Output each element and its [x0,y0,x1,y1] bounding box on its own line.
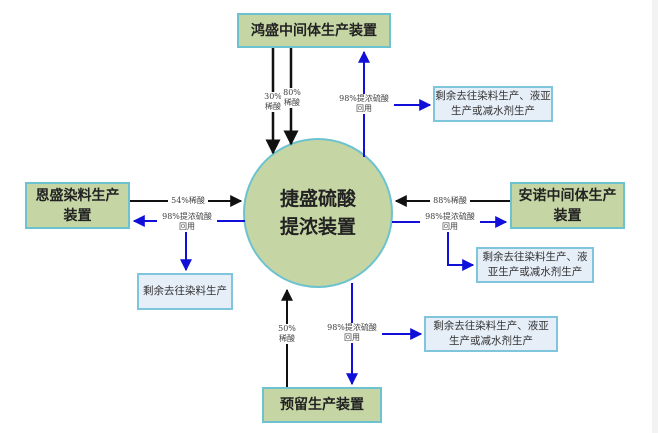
center-label-line1: 捷盛硫酸 [279,188,356,210]
label-bottom-return: 98%提浓硫酸 回用 [322,323,382,343]
node-right-label-line2: 装置 [553,207,582,224]
label-right-return: 98%提浓硫酸 回用 [420,212,480,232]
label-top-return-line2: 回用 [356,104,372,113]
node-left-label-line1: 恩盛染料生产 [35,187,120,204]
label-bottom-return-line2: 回用 [344,333,360,342]
label-left-in-text: 54%稀酸 [171,196,205,205]
label-top-in-80-line1: 80% [283,88,301,97]
label-top-in-30-line1: 30% [264,92,282,101]
label-right-in: 88%稀酸 [430,196,470,206]
label-bottom-in-line2: 稀酸 [279,334,295,343]
label-top-in-30: 30% 稀酸 [262,92,284,112]
note-bottom-right: 剩余去往染料生产、液亚 生产或减水剂生产 [424,316,558,352]
note-bottom-right-line1: 剩余去往染料生产、液亚 [433,320,549,332]
label-left-return-line2: 回用 [179,222,195,231]
note-right-line2: 亚生产或减水剂生产 [487,266,583,278]
node-ensheng-dye: 恩盛染料生产 装置 [25,182,130,229]
note-left-text: 剩余去往染料生产 [143,285,227,297]
label-bottom-in: 50% 稀酸 [276,324,298,344]
node-reserved-production: 预留生产装置 [262,387,382,423]
label-top-return-line1: 98%提浓硫酸 [339,94,389,103]
label-bottom-in-line1: 50% [278,324,296,333]
note-left: 剩余去往染料生产 [137,273,233,310]
label-left-return-line1: 98%提浓硫酸 [162,212,212,221]
center-label-line2: 提浓装置 [279,216,356,238]
note-top-right-line2: 生产或减水剂生产 [451,105,535,117]
node-right-label-line1: 安诺中间体生产 [518,187,617,204]
label-right-return-line1: 98%提浓硫酸 [425,212,475,221]
label-top-in-30-line2: 稀酸 [265,102,281,111]
center-process-circle [243,138,393,288]
node-hongsheng-intermediate: 鸿盛中间体生产装置 [237,13,391,48]
note-right: 剩余去往染料生产、液 亚生产或减水剂生产 [476,247,594,283]
label-left-in: 54%稀酸 [168,196,208,206]
note-bottom-right-line2: 生产或减水剂生产 [449,335,533,347]
note-top-right-line1: 剩余去往染料生产、液亚 [435,90,551,102]
label-right-in-text: 88%稀酸 [433,196,467,205]
label-bottom-return-line1: 98%提浓硫酸 [327,323,377,332]
right-edge-strip [652,0,658,433]
label-top-in-80-line2: 稀酸 [284,98,300,107]
label-left-return: 98%提浓硫酸 回用 [157,212,217,232]
center-process-label: 捷盛硫酸 提浓装置 [268,185,368,241]
node-annuo-intermediate: 安诺中间体生产 装置 [510,182,625,229]
note-top-right: 剩余去往染料生产、液亚 生产或减水剂生产 [433,86,553,122]
label-top-in-80: 80% 稀酸 [281,88,303,108]
label-right-return-line2: 回用 [442,222,458,231]
node-left-label-line2: 装置 [63,207,92,224]
arrow-right-to-note [447,222,475,271]
label-top-return: 98%提浓硫酸 回用 [334,94,394,114]
node-bottom-label: 预留生产装置 [280,397,364,413]
note-right-line1: 剩余去往染料生产、液 [482,251,588,263]
node-top-label: 鸿盛中间体生产装置 [251,22,377,39]
